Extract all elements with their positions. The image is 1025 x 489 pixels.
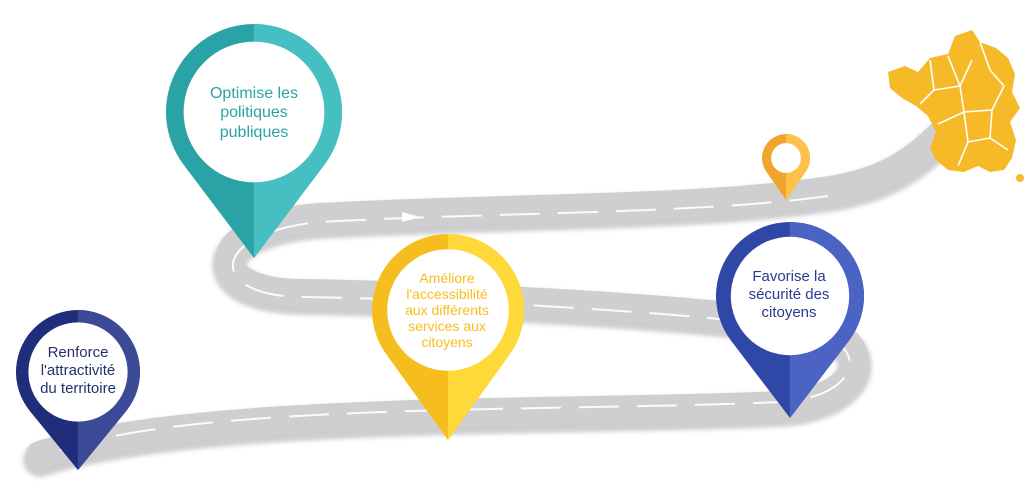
pin-small bbox=[762, 133, 810, 200]
pin-inner-circle bbox=[387, 249, 509, 371]
pin-inner-circle bbox=[730, 236, 850, 356]
pin-inner-circle bbox=[28, 322, 128, 422]
pin-attractivite bbox=[16, 309, 141, 470]
france-map-shape bbox=[888, 30, 1020, 172]
road-arrow bbox=[402, 212, 420, 222]
pin-accessibilite bbox=[372, 233, 525, 440]
pin-inner-circle bbox=[183, 41, 325, 183]
pin-securite bbox=[716, 221, 864, 418]
pin-politiques bbox=[166, 23, 343, 258]
pin-inner-circle bbox=[771, 143, 801, 173]
pins-layer bbox=[16, 23, 864, 470]
road-center-line bbox=[59, 195, 851, 451]
france-map-regions bbox=[919, 41, 1009, 167]
map-corsica bbox=[1016, 174, 1024, 182]
france-map bbox=[888, 30, 1024, 182]
